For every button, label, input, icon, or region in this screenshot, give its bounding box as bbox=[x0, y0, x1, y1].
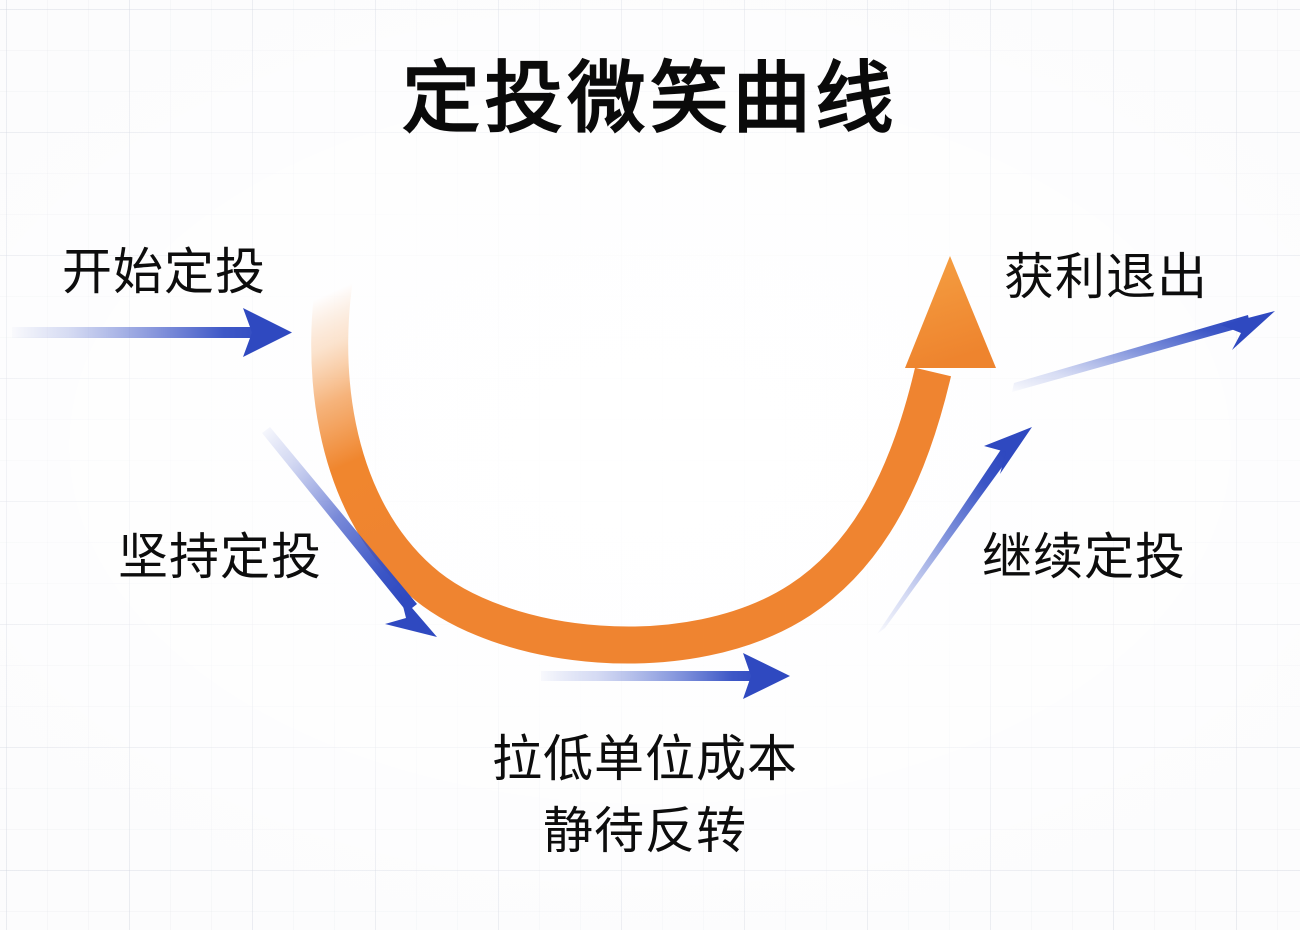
label-start-investing: 开始定投 bbox=[62, 243, 266, 301]
arrow-down-right-icon-persist bbox=[262, 427, 437, 637]
label-lower-unit-cost-line2: 静待反转 bbox=[543, 802, 747, 860]
label-persist-investing: 坚持定投 bbox=[118, 528, 322, 586]
label-exit-with-profit: 获利退出 bbox=[1004, 248, 1208, 306]
arrow-right-icon-lower-cost bbox=[541, 653, 790, 699]
smile-curve-arrow-icon bbox=[311, 254, 996, 664]
arrow-up-right-icon-continue bbox=[877, 427, 1032, 634]
label-lower-unit-cost-line1: 拉低单位成本 bbox=[492, 730, 798, 788]
label-lower-unit-cost: 拉低单位成本 静待反转 bbox=[492, 730, 798, 860]
label-continue-investing: 继续定投 bbox=[982, 528, 1186, 586]
arrow-up-right-icon-exit bbox=[1012, 311, 1275, 392]
page-title: 定投微笑曲线 bbox=[401, 53, 899, 144]
arrow-right-icon-start bbox=[12, 308, 292, 357]
